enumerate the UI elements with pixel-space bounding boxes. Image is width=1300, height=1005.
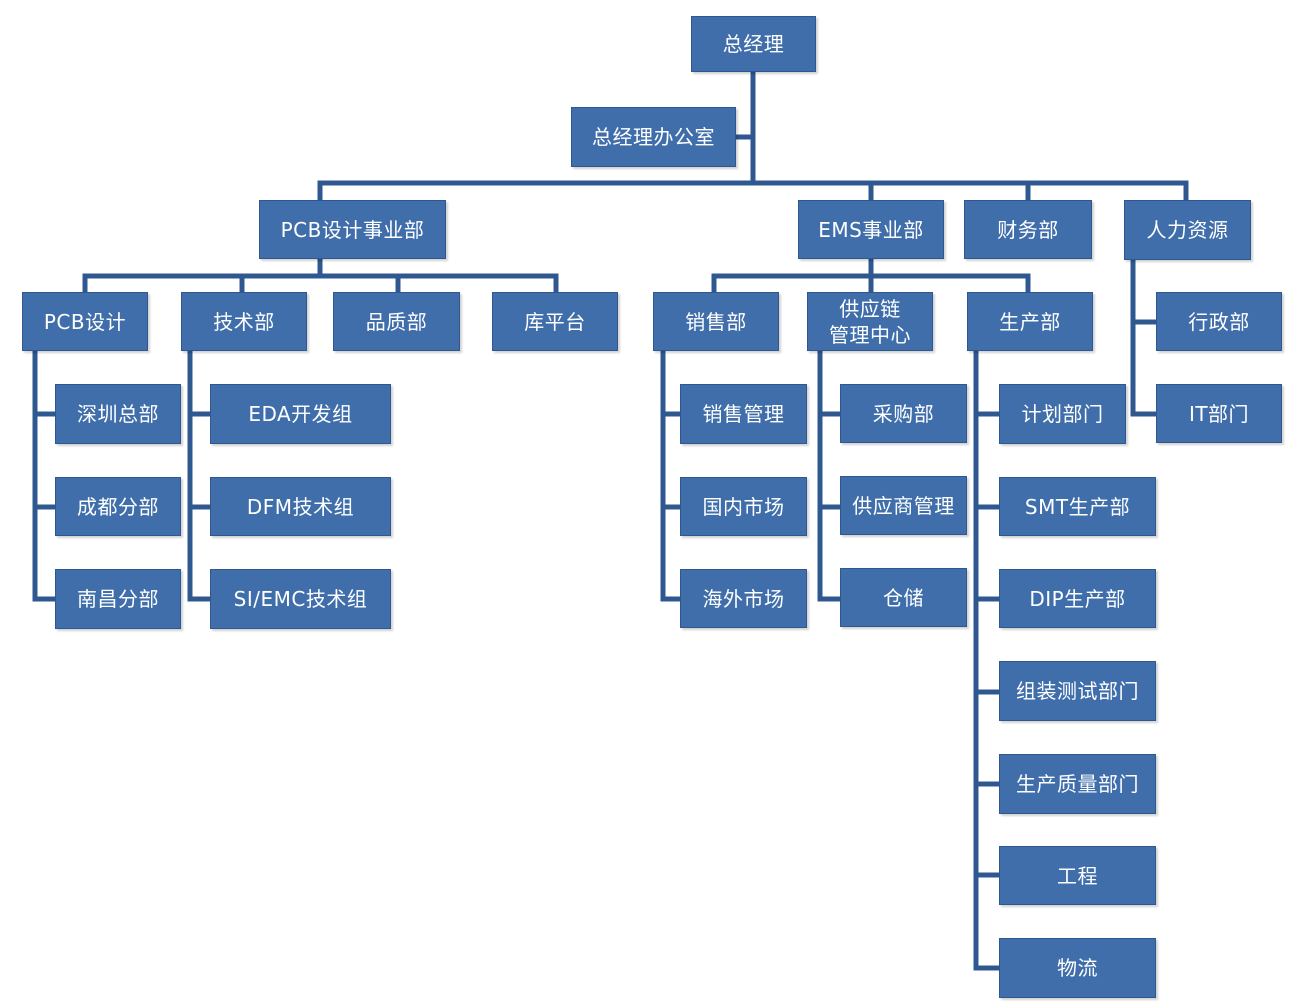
node-quality-dept: 品质部 xyxy=(333,292,460,351)
connector-production-children xyxy=(973,348,1002,971)
node-ems-business-unit: EMS事业部 xyxy=(798,200,944,259)
connector-main-drops xyxy=(317,180,1189,203)
node-purchasing-dept: 采购部 xyxy=(840,384,967,443)
connector-ems-bu-drops xyxy=(711,273,1031,295)
node-warehousing: 仓储 xyxy=(840,568,967,627)
node-si-emc-tech-group: SI/EMC技术组 xyxy=(210,569,391,629)
node-chengdu-branch: 成都分部 xyxy=(55,477,181,536)
node-logistics: 物流 xyxy=(999,938,1156,998)
node-library-platform: 库平台 xyxy=(492,292,618,351)
connector-pcb-bu-drops xyxy=(82,273,559,295)
node-hr: 人力资源 xyxy=(1124,200,1251,260)
node-shenzhen-hq: 深圳总部 xyxy=(55,384,181,444)
node-production-quality-dept: 生产质量部门 xyxy=(999,754,1156,814)
connector-tech-children xyxy=(187,348,213,602)
node-finance: 财务部 xyxy=(964,200,1092,259)
node-smt-production: SMT生产部 xyxy=(999,477,1156,536)
node-admin-dept: 行政部 xyxy=(1156,292,1282,351)
connector-pcb-design-children xyxy=(32,348,58,602)
node-overseas-market: 海外市场 xyxy=(680,569,807,628)
node-pcb-business-unit: PCB设计事业部 xyxy=(259,200,446,259)
node-production-dept: 生产部 xyxy=(967,292,1093,351)
connector-hr-children xyxy=(1130,257,1159,417)
node-planning-dept: 计划部门 xyxy=(999,384,1126,444)
node-tech-dept: 技术部 xyxy=(181,292,307,351)
node-assembly-test-dept: 组装测试部门 xyxy=(999,661,1156,721)
node-nanchang-branch: 南昌分部 xyxy=(55,569,181,629)
node-supply-chain-center: 供应链 管理中心 xyxy=(807,292,933,351)
node-dfm-tech-group: DFM技术组 xyxy=(210,477,391,536)
connector-supply-children xyxy=(817,348,843,602)
node-sales-management: 销售管理 xyxy=(680,384,807,444)
node-engineering: 工程 xyxy=(999,846,1156,905)
node-dip-production: DIP生产部 xyxy=(999,569,1156,628)
node-sales-dept: 销售部 xyxy=(653,292,779,351)
node-it-dept: IT部门 xyxy=(1156,384,1282,443)
node-gm-office: 总经理办公室 xyxy=(571,107,736,167)
connector-sales-children xyxy=(660,348,683,602)
node-pcb-design: PCB设计 xyxy=(22,292,148,351)
node-domestic-market: 国内市场 xyxy=(680,477,807,536)
node-general-manager: 总经理 xyxy=(691,16,816,72)
node-eda-dev-group: EDA开发组 xyxy=(210,384,391,444)
node-supplier-management: 供应商管理 xyxy=(840,476,967,535)
